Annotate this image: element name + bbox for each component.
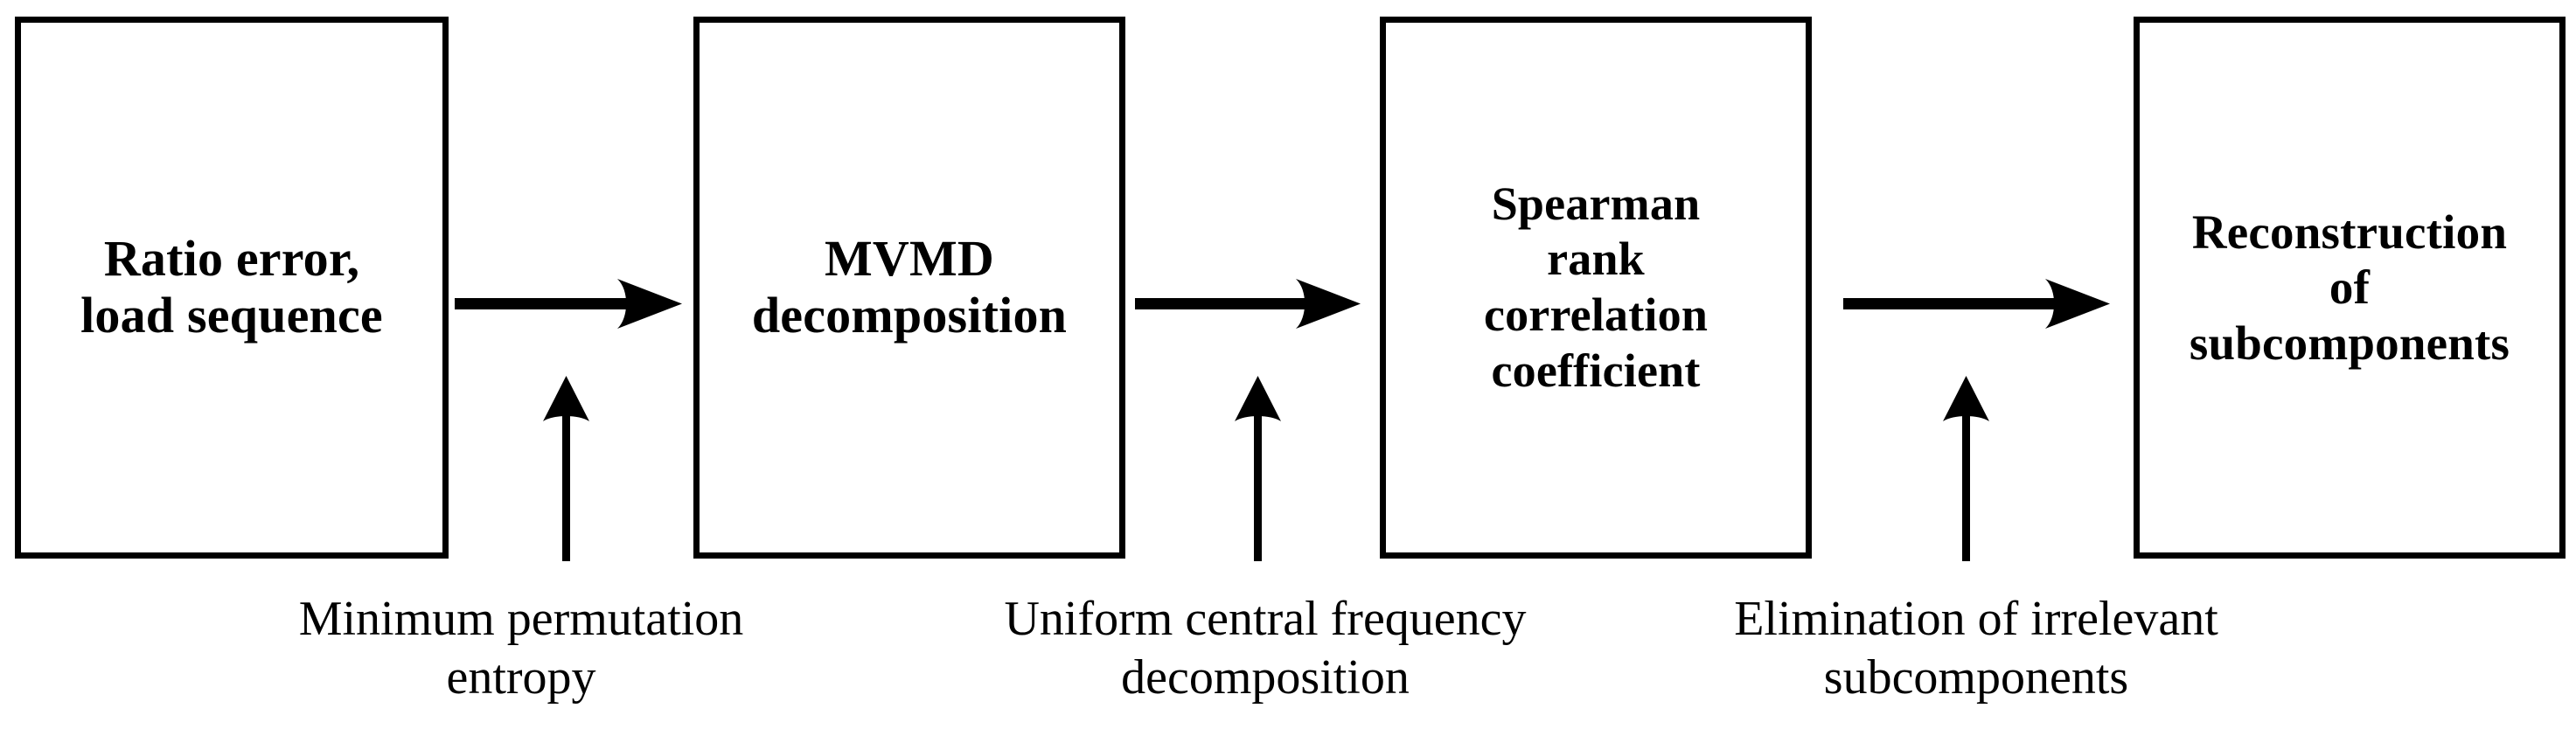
process-box-label: Spearman rank correlation coefficient (1483, 177, 1709, 397)
process-box-label: Reconstruction of subcomponents (2189, 205, 2510, 370)
process-box-label: MVMD decomposition (751, 230, 1068, 344)
flow-arrow-right-icon (455, 265, 682, 344)
annotation-label-uniform-central-frequency: Uniform central frequency decomposition (1004, 592, 1527, 705)
annotation-arrow-up-icon (1926, 376, 2005, 561)
annotation-arrow-up-icon (526, 376, 605, 561)
annotation-label-elimination-of-irrelevant: Elimination of irrelevant subcomponents (1734, 592, 2218, 705)
process-box-label: Ratio error, load sequence (80, 230, 383, 344)
annotation-label-minimum-permutation-entropy: Minimum permutation entropy (298, 592, 744, 705)
process-box-reconstruction: Reconstruction of subcomponents (2134, 17, 2566, 559)
process-box-spearman-correlation: Spearman rank correlation coefficient (1380, 17, 1812, 559)
process-box-mvmd-decomposition: MVMD decomposition (693, 17, 1125, 559)
annotation-arrow-up-icon (1218, 376, 1297, 561)
process-box-ratio-error: Ratio error, load sequence (15, 17, 449, 559)
flow-arrow-right-icon (1843, 265, 2110, 344)
flow-arrow-right-icon (1135, 265, 1361, 344)
